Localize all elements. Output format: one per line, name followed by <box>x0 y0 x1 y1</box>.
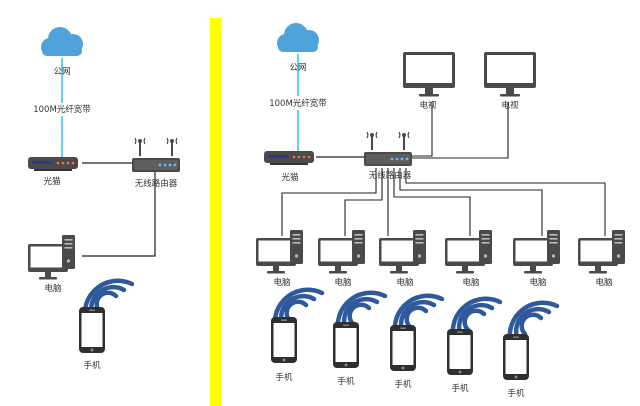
right-router-icon <box>363 131 413 167</box>
right-router-pc5-cable <box>399 168 543 236</box>
right-phone-icon-4 <box>447 329 473 375</box>
left-router-pc-cable <box>82 170 156 257</box>
right-tv-label-1: 电视 <box>419 100 437 111</box>
right-tv-icon-2 <box>484 52 536 97</box>
right-router-pc4-cable <box>393 168 471 236</box>
right-phone-icon-5 <box>503 334 529 380</box>
right-pc-tower-2 <box>352 230 365 264</box>
right-cloud-label: 公网 <box>289 63 306 73</box>
right-router-pc6-cable <box>405 168 606 236</box>
right-tv-label-2: 电视 <box>501 100 519 111</box>
left-tower-icon <box>62 235 75 269</box>
left-pc-label: 电脑 <box>44 283 62 294</box>
right-pc-label-3: 电脑 <box>396 277 414 288</box>
right-phone-icon-2 <box>333 322 359 368</box>
right-pc-label-5: 电脑 <box>529 277 547 288</box>
right-modem-label: 光猫 <box>281 172 299 183</box>
right-modem-icon <box>264 151 314 165</box>
right-router-label: 无线路由器 <box>369 170 412 181</box>
right-router-pc1-cable <box>281 168 377 236</box>
right-phone-label-1: 手机 <box>275 372 293 383</box>
left-modem-icon <box>28 157 78 171</box>
right-pc-label-1: 电脑 <box>273 277 291 288</box>
left-router-icon <box>131 137 181 173</box>
left-modem-label: 光猫 <box>43 176 61 187</box>
right-phone-label-5: 手机 <box>507 388 525 399</box>
right-pc-tower-1 <box>290 230 303 264</box>
right-pc-tower-3 <box>413 230 426 264</box>
right-pc-label-4: 电脑 <box>462 277 480 288</box>
right-fiber-label: 100M光纤宽带 <box>269 98 327 109</box>
right-phone-icon-1 <box>271 317 297 363</box>
left-cloud-label: 公网 <box>53 67 70 77</box>
right-phone-label-3: 手机 <box>394 379 412 390</box>
right-pc-label-6: 电脑 <box>595 277 613 288</box>
right-panel: 公网 100M光纤宽带 光猫 无线路由器 电视 电视 电脑 电脑 电脑 电脑 电… <box>256 23 625 399</box>
right-phone-label-4: 手机 <box>451 383 469 394</box>
panel-divider <box>210 18 221 406</box>
left-phone-icon <box>79 307 105 353</box>
left-panel: 公网 100M光纤宽带 光猫 无线路由器 电脑 手机 <box>28 27 181 371</box>
left-cloud-icon <box>41 27 83 56</box>
right-phone-label-2: 手机 <box>337 376 355 387</box>
right-phone-icon-3 <box>390 325 416 371</box>
left-router-label: 无线路由器 <box>135 178 178 189</box>
right-router-tv1-cable <box>408 102 433 157</box>
right-pc-tower-4 <box>479 230 492 264</box>
right-pc-tower-6 <box>612 230 625 264</box>
right-router-pc2-cable <box>344 168 383 236</box>
right-tv-icon-1 <box>403 52 455 97</box>
right-pc-tower-5 <box>547 230 560 264</box>
right-router-tv2-cable <box>408 102 509 159</box>
left-phone-label: 手机 <box>83 360 101 371</box>
right-pc-label-2: 电脑 <box>334 277 352 288</box>
right-cloud-icon <box>277 23 319 52</box>
left-fiber-label: 100M光纤宽带 <box>33 104 91 115</box>
